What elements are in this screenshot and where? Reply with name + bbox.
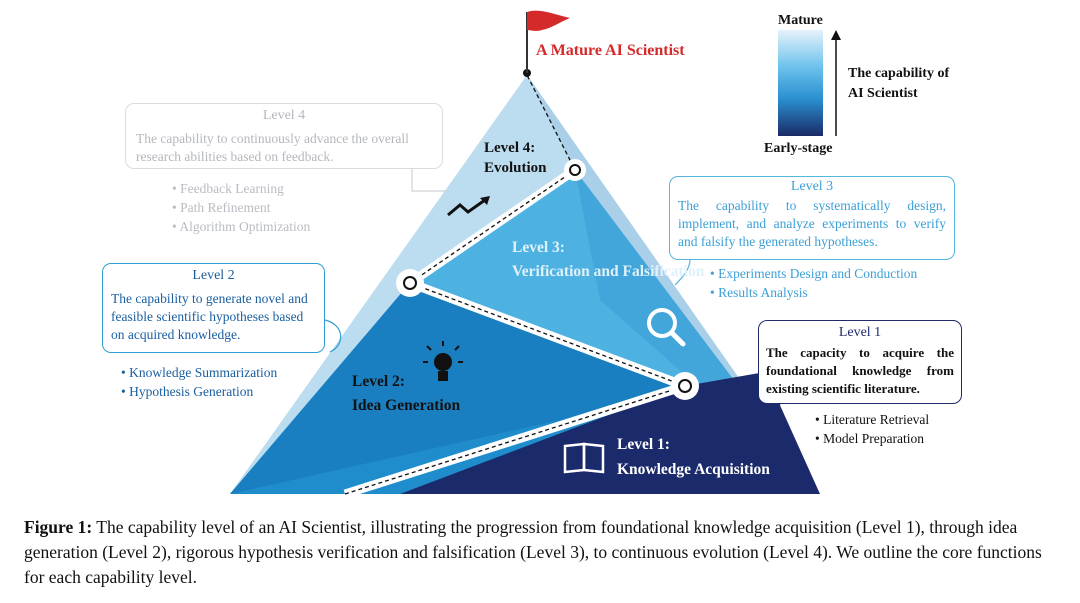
level3-name: Level 3:	[512, 239, 565, 256]
summit-title: A Mature AI Scientist	[536, 42, 685, 59]
level3-box-text: The capability to systematically design,…	[678, 198, 946, 249]
level4-functions: Feedback Learning Path Refinement Algori…	[172, 179, 310, 236]
list-item: Feedback Learning	[172, 179, 310, 198]
level1-box-text: The capacity to acquire the foundational…	[766, 345, 954, 396]
connector-level4	[411, 169, 448, 192]
book-icon	[563, 442, 605, 474]
level1-title: Knowledge Acquisition	[617, 461, 770, 478]
scale-axis-label: The capability of AI Scientist	[848, 66, 950, 101]
level2-box-title: Level 2	[192, 268, 235, 283]
level4-description-box: Level 4 The capability to continuously a…	[125, 103, 443, 169]
level2-title: Idea Generation	[352, 397, 460, 414]
flag-icon	[526, 10, 570, 73]
level4-box-title: Level 4	[262, 108, 306, 123]
progress-path-dotted	[344, 74, 687, 495]
level1-functions: Literature Retrieval Model Preparation	[815, 410, 929, 448]
scale-bottom-label: Early-stage	[764, 141, 832, 156]
level2-shade	[230, 283, 685, 494]
list-item: Hypothesis Generation	[121, 382, 277, 401]
list-item: Literature Retrieval	[815, 410, 929, 429]
list-item: Knowledge Summarization	[121, 363, 277, 382]
list-item: Experiments Design and Conduction	[710, 264, 917, 283]
figure-caption: Figure 1: The capability level of an AI …	[24, 515, 1054, 590]
list-item: Results Analysis	[710, 283, 917, 302]
connector-level3	[674, 259, 691, 286]
connector-level2	[324, 319, 342, 353]
caption-text: The capability level of an AI Scientist,…	[24, 517, 1042, 587]
list-item: Algorithm Optimization	[172, 217, 310, 236]
scale-top-label: Mature	[778, 13, 823, 28]
level2-description-box: Level 2 The capability to generate novel…	[102, 263, 325, 353]
level1-region	[400, 372, 820, 494]
list-item: Model Preparation	[815, 429, 929, 448]
level4-title: Evolution	[484, 160, 547, 176]
magnifier-icon	[647, 308, 686, 347]
capability-scale-bar	[778, 30, 823, 136]
level4-name: Level 4:	[484, 140, 535, 156]
level3-title: Verification and Falsification	[512, 263, 705, 280]
scale-arrow-icon	[831, 30, 841, 40]
pyramid-diagram: A Mature AI Scientist Mature Early-stage…	[230, 10, 841, 495]
lightbulb-icon	[423, 341, 463, 381]
level4-box-text: The capability to continuously advance t…	[136, 131, 409, 164]
caption-label: Figure 1:	[24, 517, 93, 537]
connector-level1	[775, 403, 783, 429]
level3-description-box: Level 3 The capability to systematically…	[669, 176, 955, 260]
level1-box-title: Level 1	[838, 325, 882, 340]
level1-name: Level 1:	[617, 436, 670, 453]
list-item: Path Refinement	[172, 198, 310, 217]
level3-box-title: Level 3	[790, 179, 834, 194]
trend-arrow-icon	[447, 196, 490, 217]
level3-functions: Experiments Design and Conduction Result…	[710, 264, 917, 302]
level1-description-box: Level 1 The capacity to acquire the foun…	[758, 320, 962, 404]
level2-box-text: The capability to generate novel and fea…	[111, 291, 308, 342]
level2-name: Level 2:	[352, 373, 405, 390]
level2-functions: Knowledge Summarization Hypothesis Gener…	[121, 363, 277, 401]
